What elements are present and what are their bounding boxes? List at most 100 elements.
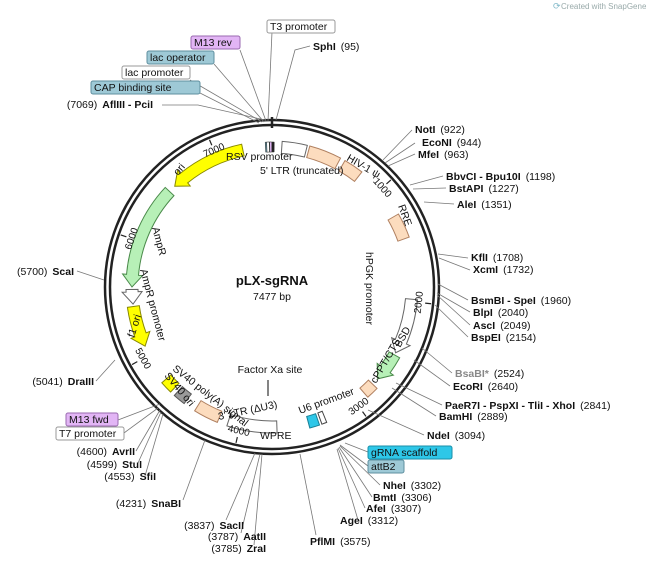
- site-mfei[interactable]: MfeI(963): [418, 149, 469, 161]
- svg-text:NdeI(3094): NdeI(3094): [427, 430, 485, 442]
- tag-m13-rev[interactable]: M13 rev: [190, 35, 241, 50]
- leader-aatii: [240, 453, 261, 534]
- leader-econi: [384, 142, 416, 164]
- feature-rsv-promoter[interactable]: [280, 140, 308, 158]
- leader-ndei: [367, 409, 425, 436]
- site-sfii[interactable]: (4553)SfiI: [104, 471, 156, 483]
- tag-box: [190, 35, 241, 50]
- site-afliii-pcii[interactable]: (7069)AflIII - PciI: [67, 99, 153, 111]
- svg-text:NotI(922): NotI(922): [415, 124, 465, 136]
- tag-lac-promoter[interactable]: lac promoter: [121, 65, 191, 80]
- feature-hpgk-promoter[interactable]: [390, 298, 418, 354]
- tick-mark: [386, 179, 392, 185]
- feature-ampr[interactable]: [121, 186, 175, 288]
- svg-text:XcmI(1732): XcmI(1732): [473, 264, 533, 276]
- svg-text:(3785)ZraI: (3785)ZraI: [211, 543, 266, 555]
- tag-t7-promoter[interactable]: T7 promoter: [55, 426, 125, 441]
- feature-layer: [120, 140, 418, 434]
- site-asci[interactable]: AscI(2049): [473, 320, 531, 332]
- leader-agei: [336, 448, 359, 521]
- site-xcmi[interactable]: XcmI(1732): [473, 264, 533, 276]
- site-bstapi[interactable]: BstAPI(1227): [449, 183, 519, 195]
- tick-mark: [362, 411, 367, 417]
- leader-grna-scaffold: [344, 442, 369, 453]
- site-kfli[interactable]: KflI(1708): [471, 252, 523, 264]
- leader-bamhi: [391, 387, 437, 417]
- site-aatii[interactable]: (3787)AatII: [208, 531, 266, 543]
- site-scai[interactable]: (5700)ScaI: [17, 266, 74, 278]
- leader-bsabi: [421, 347, 453, 374]
- feature-cppt-cts[interactable]: [359, 379, 378, 398]
- feature-hiv-1[interactable]: [338, 159, 363, 183]
- feature-sv40-ori[interactable]: [161, 374, 180, 393]
- feature-bsd[interactable]: [376, 351, 401, 380]
- site-draiii[interactable]: (5041)DraIII: [32, 376, 94, 388]
- feature-u6-promoter[interactable]: [317, 410, 328, 425]
- feature-wpre[interactable]: [226, 413, 278, 434]
- leader-nhei: [339, 445, 381, 486]
- tick-label: 4000: [227, 423, 252, 439]
- tick-label: 5000: [132, 346, 153, 371]
- origin-element-mark: [271, 141, 275, 153]
- site-ecori[interactable]: EcoRI(2640): [453, 381, 518, 393]
- feature-ampr-promoter[interactable]: [120, 288, 144, 305]
- feature-3-ltr-u3[interactable]: [193, 399, 223, 424]
- site-bsabi[interactable]: BsaBI*(2524): [455, 368, 524, 380]
- site-bbvci-bpu10i[interactable]: BbvCI - Bpu10I(1198): [446, 171, 555, 183]
- site-avrii[interactable]: (4600)AvrII: [77, 446, 135, 458]
- site-noti[interactable]: NotI(922): [415, 124, 465, 136]
- site-pflmi[interactable]: PflMI(3575): [310, 536, 370, 548]
- map-subtitle: 7477 bp: [253, 291, 291, 303]
- site-alei[interactable]: AleI(1351): [457, 199, 512, 211]
- site-sacii[interactable]: (3837)SacII: [184, 520, 244, 532]
- feature-ori[interactable]: [174, 143, 245, 187]
- feature-f1-ori[interactable]: [126, 305, 151, 347]
- site-paer7i-pspxi-tlii-xhoi[interactable]: PaeR7I - PspXI - TliI - XhoI(2841): [445, 400, 610, 412]
- tag-grna-scaffold[interactable]: gRNA scaffold: [367, 445, 453, 460]
- feature-sv40-poly-a[interactable]: [173, 385, 193, 405]
- svg-text:BstAPI(1227): BstAPI(1227): [449, 183, 519, 195]
- site-econi[interactable]: EcoNI(944): [422, 137, 481, 149]
- feature-label-hpgk-promoter: hPGK promoter: [363, 252, 375, 325]
- tag-box: [266, 19, 336, 34]
- svg-text:AfeI(3307): AfeI(3307): [366, 503, 421, 515]
- feature-label-5-ltr: 5' LTR (truncated): [260, 165, 344, 177]
- tag-cap-binding-site[interactable]: CAP binding site: [90, 80, 201, 95]
- site-bspei[interactable]: BspEI(2154): [471, 332, 536, 344]
- leader-asci: [436, 294, 471, 326]
- tag-text: CAP binding site: [94, 82, 172, 94]
- site-snabi[interactable]: (4231)SnaBI: [116, 498, 181, 510]
- leader-t7-promoter: [123, 407, 159, 434]
- site-bamhi[interactable]: BamHI(2889): [439, 411, 508, 423]
- feature-rre[interactable]: [387, 213, 410, 242]
- tag-text: M13 rev: [194, 37, 233, 49]
- site-bsmbi-spei[interactable]: BsmBI - SpeI(1960): [471, 295, 571, 307]
- tag-m13-fwd[interactable]: M13 fwd: [65, 412, 119, 427]
- site-zrai[interactable]: (3785)ZraI: [211, 543, 266, 555]
- feature-5-ltr[interactable]: [306, 145, 342, 170]
- site-labels: SphI(95) (7069)AflIII - PciI NotI(922) E…: [17, 41, 610, 555]
- feature-grna-scaffold[interactable]: [306, 413, 321, 429]
- tag-t3-promoter[interactable]: T3 promoter: [266, 19, 336, 34]
- site-blpi[interactable]: BlpI(2040): [473, 307, 528, 319]
- tag-attb2[interactable]: attB2: [367, 459, 405, 474]
- site-bmti[interactable]: BmtI(3306): [373, 492, 432, 504]
- tag-leaders: [117, 31, 369, 467]
- tag-text: gRNA scaffold: [371, 447, 438, 459]
- svg-text:(4600)AvrII: (4600)AvrII: [77, 446, 135, 458]
- site-ndei[interactable]: NdeI(3094): [427, 430, 485, 442]
- tick-mark: [120, 234, 127, 238]
- site-afei[interactable]: AfeI(3307): [366, 503, 421, 515]
- leader-alei: [423, 201, 455, 205]
- tag-lac-operator[interactable]: lac operator: [146, 50, 215, 65]
- site-nhei[interactable]: NheI(3302): [383, 480, 441, 492]
- tag-text: T3 promoter: [270, 21, 328, 33]
- site-sphi[interactable]: SphI(95): [313, 41, 359, 53]
- svg-text:(4553)SfiI: (4553)SfiI: [104, 471, 156, 483]
- leader-xcmi: [438, 257, 471, 271]
- site-stui[interactable]: (4599)StuI: [87, 459, 142, 471]
- svg-text:BamHI(2889): BamHI(2889): [439, 411, 508, 423]
- site-agei[interactable]: AgeI(3312): [340, 515, 398, 527]
- leader-xhoi: [395, 382, 443, 406]
- svg-text:EcoNI(944): EcoNI(944): [422, 137, 481, 149]
